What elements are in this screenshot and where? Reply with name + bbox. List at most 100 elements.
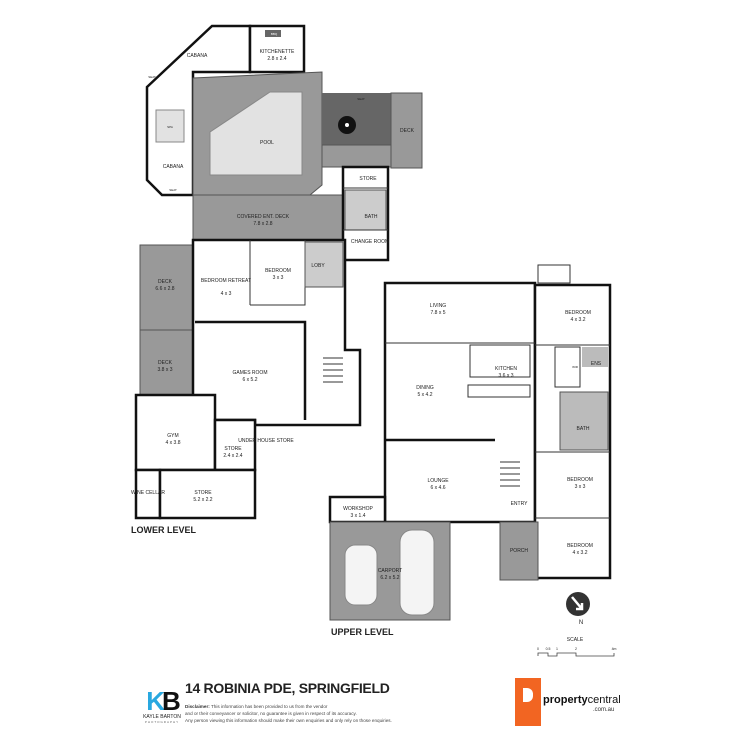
bath-room xyxy=(559,391,609,451)
label-dining: DINING xyxy=(416,385,434,391)
pc-logo-bold: property xyxy=(543,694,588,706)
label-bedroom-dim: 3 x 3 xyxy=(273,275,284,281)
stairs-upper xyxy=(500,461,520,487)
disclaimer-label: Disclaimer: xyxy=(185,704,210,709)
deck-1 xyxy=(139,244,194,331)
label-bedroom-retreat-dim: 4 x 3 xyxy=(221,291,232,297)
pc-logo-domain: .com.au xyxy=(593,707,615,713)
label-seat-2: SEAT xyxy=(169,188,177,192)
label-seat-3: SEAT xyxy=(357,97,365,101)
label-games-room-dim: 6 x 5.2 xyxy=(242,377,257,383)
lobby-room xyxy=(304,241,344,288)
label-gym-dim: 4 x 3.8 xyxy=(165,440,180,446)
label-wir: WIR xyxy=(572,365,579,369)
car-2 xyxy=(399,529,435,616)
label-covered-deck-dim: 7.8 x 2.8 xyxy=(253,221,272,227)
kitchen-bench xyxy=(469,344,531,378)
pc-logo-regular: central xyxy=(587,694,621,706)
workshop-room xyxy=(328,495,387,524)
label-bedroom-2-dim: 3 x 3 xyxy=(575,484,586,490)
compass: N xyxy=(566,592,590,626)
lower-level-label: LOWER LEVEL xyxy=(131,525,197,535)
label-under-house-store: UNDER HOUSE STORE xyxy=(238,438,294,444)
scale-tick: 2 xyxy=(575,647,577,651)
label-bedroom-3-dim: 4 x 3.2 xyxy=(572,550,587,556)
label-seat-1: SEAT xyxy=(148,75,156,79)
label-kitchen: KITCHEN xyxy=(495,366,517,372)
disclaimer-line: This information has been provided to us… xyxy=(210,704,328,709)
label-kitchenette-dim: 2.8 x 2.4 xyxy=(267,56,286,62)
disclaimer-line: Any person viewing this information shou… xyxy=(185,718,392,723)
scale-tick: 4m xyxy=(612,647,617,651)
label-store-bottom: STORE xyxy=(194,490,212,496)
label-carport-dim: 6.2 x 5.2 xyxy=(380,575,399,581)
arrow-icon xyxy=(571,596,584,611)
label-porch: PORCH xyxy=(510,548,528,554)
label-kitchenette: KITCHENETTE xyxy=(260,49,295,55)
spa xyxy=(155,109,185,143)
garden xyxy=(322,93,391,145)
scale-tick: 1 xyxy=(556,647,558,651)
bbq xyxy=(265,30,281,37)
kayle-barton-logo: KB KAYLE BARTON PHOTOGRAPHY xyxy=(140,688,184,724)
label-kitchen-dim: 3.6 x 3 xyxy=(498,373,513,379)
label-cabana-top: CABANA xyxy=(187,53,208,59)
store-bottom-room xyxy=(158,468,257,520)
property-central-logo: propertycentral .com.au xyxy=(515,678,625,728)
label-store-mid-dim: 2.4 x 2.4 xyxy=(223,453,242,459)
label-bedroom: BEDROOM xyxy=(265,268,291,274)
label-dining-dim: 5 x 4.2 xyxy=(417,392,432,398)
label-deck-right: DECK xyxy=(400,128,415,134)
scale-tick: 0.5 xyxy=(546,647,551,651)
disclaimer: Disclaimer: This information has been pr… xyxy=(185,703,485,724)
label-bedroom-1-dim: 4 x 3.2 xyxy=(570,317,585,323)
label-workshop-dim: 3 x 1.4 xyxy=(350,513,365,519)
label-spa: SPA xyxy=(167,125,173,129)
label-store-top: STORE xyxy=(359,176,377,182)
scale-tick: 0 xyxy=(537,647,539,651)
label-living-dim: 7.8 x 5 xyxy=(430,310,445,316)
label-ens: ENS xyxy=(591,361,602,367)
label-deck-2: DECK xyxy=(158,360,173,366)
label-deck-1-dim: 6.6 x 2.8 xyxy=(155,286,174,292)
label-pool: POOL xyxy=(260,140,274,146)
covered-ent-deck xyxy=(192,194,344,246)
disclaimer-line: and or their conveyancer or solicitor, n… xyxy=(185,711,357,716)
label-bedroom-1: BEDROOM xyxy=(565,310,591,316)
kb-logo-sub: PHOTOGRAPHY xyxy=(144,720,180,724)
deck-right xyxy=(390,92,423,169)
label-entry: ENTRY xyxy=(511,501,529,507)
label-games-room: GAMES ROOM xyxy=(232,370,267,376)
scale-label: SCALE xyxy=(567,637,584,643)
label-bedroom-retreat: BEDROOM RETREAT xyxy=(201,278,251,284)
upper-level-label: UPPER LEVEL xyxy=(331,627,394,637)
label-workshop: WORKSHOP xyxy=(343,506,373,512)
scale-bar: SCALE 0 0.5 1 2 4m xyxy=(537,637,617,657)
upper-level-plan xyxy=(328,264,612,621)
kb-logo-mark: KB xyxy=(146,686,181,716)
pool xyxy=(209,91,303,176)
compass-label: N xyxy=(579,620,583,626)
label-bbq: BBQ xyxy=(271,32,278,36)
label-deck-1: DECK xyxy=(158,279,173,285)
store-mid-room xyxy=(213,418,257,472)
kb-logo-name: KAYLE BARTON xyxy=(143,714,181,720)
rear-steps xyxy=(537,264,571,284)
label-wine-cellar: WINE CELLAR xyxy=(131,490,165,496)
label-store-mid: STORE xyxy=(224,446,242,452)
label-change-room: CHANGE ROOM xyxy=(351,239,389,245)
label-bedroom-3: BEDROOM xyxy=(567,543,593,549)
car-1 xyxy=(344,544,378,606)
label-store-bottom-dim: 5.2 x 2.2 xyxy=(193,497,212,503)
ensuite xyxy=(582,347,608,367)
label-lounge: LOUNGE xyxy=(427,478,449,484)
label-carport: CARPORT xyxy=(378,568,402,574)
deck-2 xyxy=(139,329,194,396)
garden-path xyxy=(321,144,392,168)
cabana-area xyxy=(145,24,252,197)
label-covered-deck: COVERED ENT. DECK xyxy=(237,214,290,220)
label-bath-upper: BATH xyxy=(577,426,590,432)
label-bath: BATH xyxy=(365,214,378,220)
